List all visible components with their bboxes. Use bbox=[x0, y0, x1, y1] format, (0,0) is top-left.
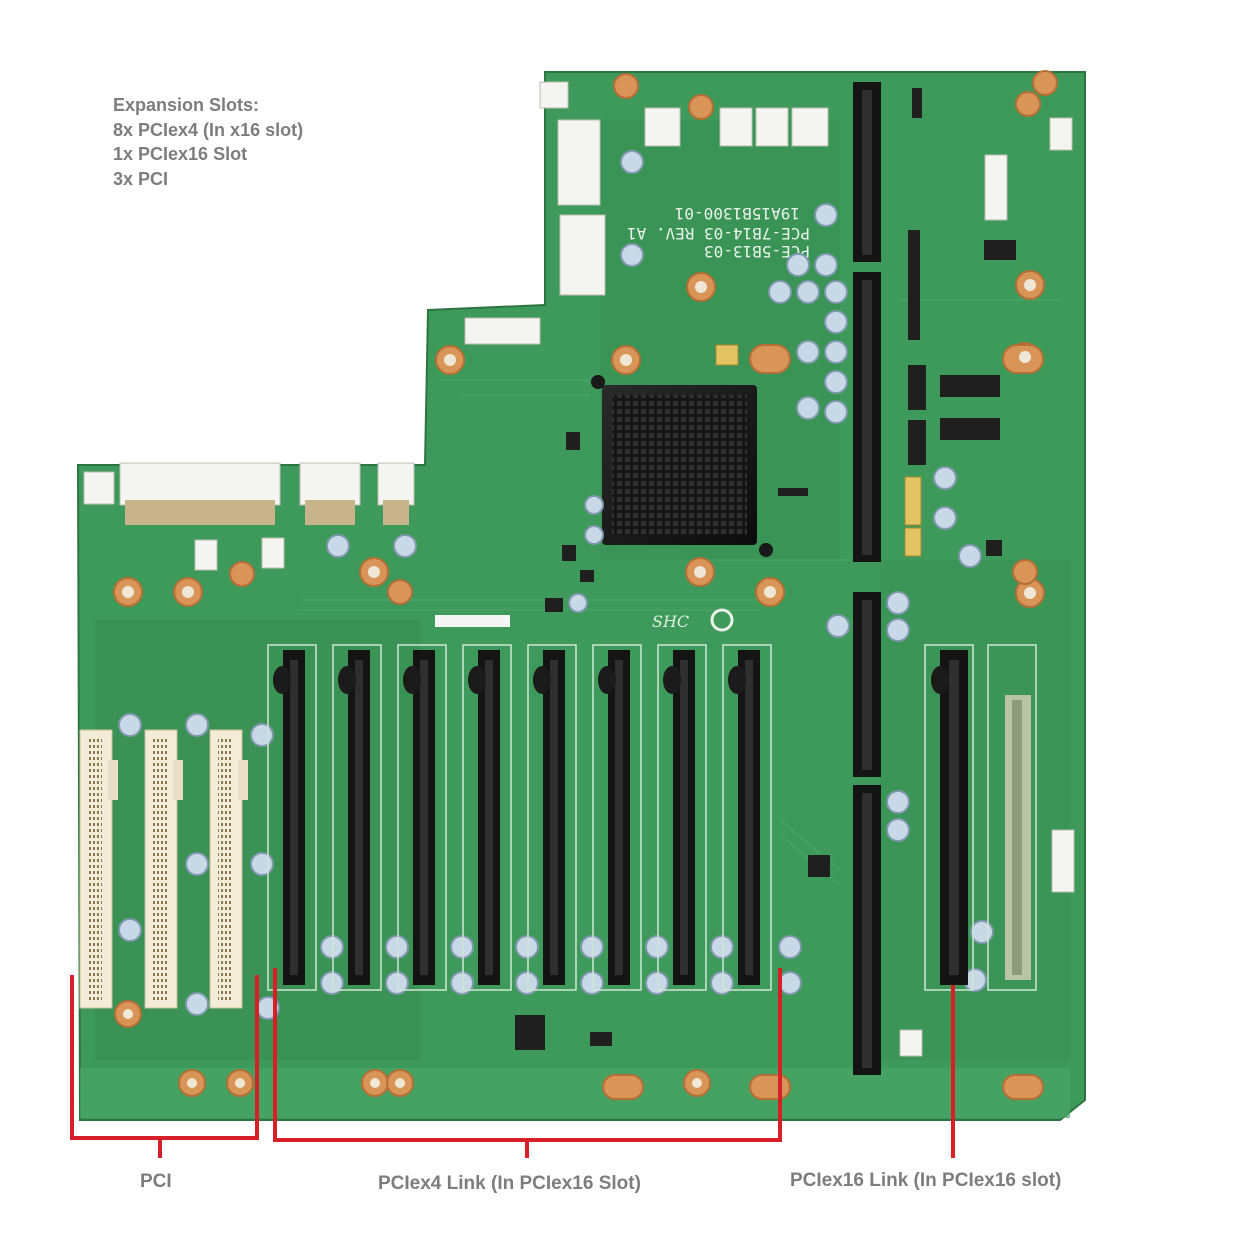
silkscreen-line-1: PCE-5B13-03 bbox=[704, 242, 810, 261]
power-connectors bbox=[83, 81, 1075, 1057]
pciex16-slot bbox=[924, 644, 974, 991]
pciex4-callout: PCIex4 Link (In PCIex16 Slot) bbox=[378, 1173, 641, 1194]
pciex4-slot-3 bbox=[397, 644, 447, 991]
pciex4-slot-8 bbox=[722, 644, 772, 991]
capacitors bbox=[118, 150, 994, 1020]
silkscreen-line-2: PCE-7B14-03 REV. A1 bbox=[627, 224, 810, 243]
pin-headers bbox=[715, 344, 922, 557]
expansion-line-pci: 3x PCI bbox=[113, 168, 169, 189]
empty-slot-footprint bbox=[987, 644, 1037, 991]
expansion-heading: Expansion Slots: bbox=[113, 95, 260, 115]
mounting-holes bbox=[113, 70, 1058, 1100]
expansion-slot-summary: Expansion Slots: 8x PCIex4 (In x16 slot)… bbox=[113, 93, 303, 191]
pciex4-slot-7 bbox=[657, 644, 707, 991]
callout-brackets bbox=[70, 968, 955, 1158]
pciex4-slots bbox=[267, 644, 772, 991]
expansion-line-pciex16: 1x PCIex16 Slot bbox=[113, 144, 248, 164]
pciex4-slot-1 bbox=[267, 644, 317, 991]
expansion-line-pciex4: 8x PCIex4 (In x16 slot) bbox=[113, 119, 304, 140]
pci-bracket bbox=[70, 975, 259, 1140]
small-ics bbox=[515, 375, 1002, 1050]
pciex4-slot-6 bbox=[592, 644, 642, 991]
upper-right-slots bbox=[853, 82, 881, 1075]
pciex4-slot-4 bbox=[462, 644, 512, 991]
manufacturer-logo: SHC bbox=[652, 612, 689, 631]
pci-slots bbox=[79, 729, 248, 1009]
silkscreen-line-3: 19A15B1300-01 bbox=[675, 204, 800, 223]
board-silkscreen: PCE-5B13-03 PCE-7B14-03 REV. A1 19A15B13… bbox=[627, 204, 810, 261]
pciex16-callout: PCIex16 Link (In PCIex16 slot) bbox=[790, 1170, 1062, 1191]
pci-callout: PCI bbox=[140, 1171, 172, 1192]
pciex4-slot-2 bbox=[332, 644, 382, 991]
pciex4-slot-5 bbox=[527, 644, 577, 991]
pcie-switch-heatsink bbox=[591, 375, 773, 557]
